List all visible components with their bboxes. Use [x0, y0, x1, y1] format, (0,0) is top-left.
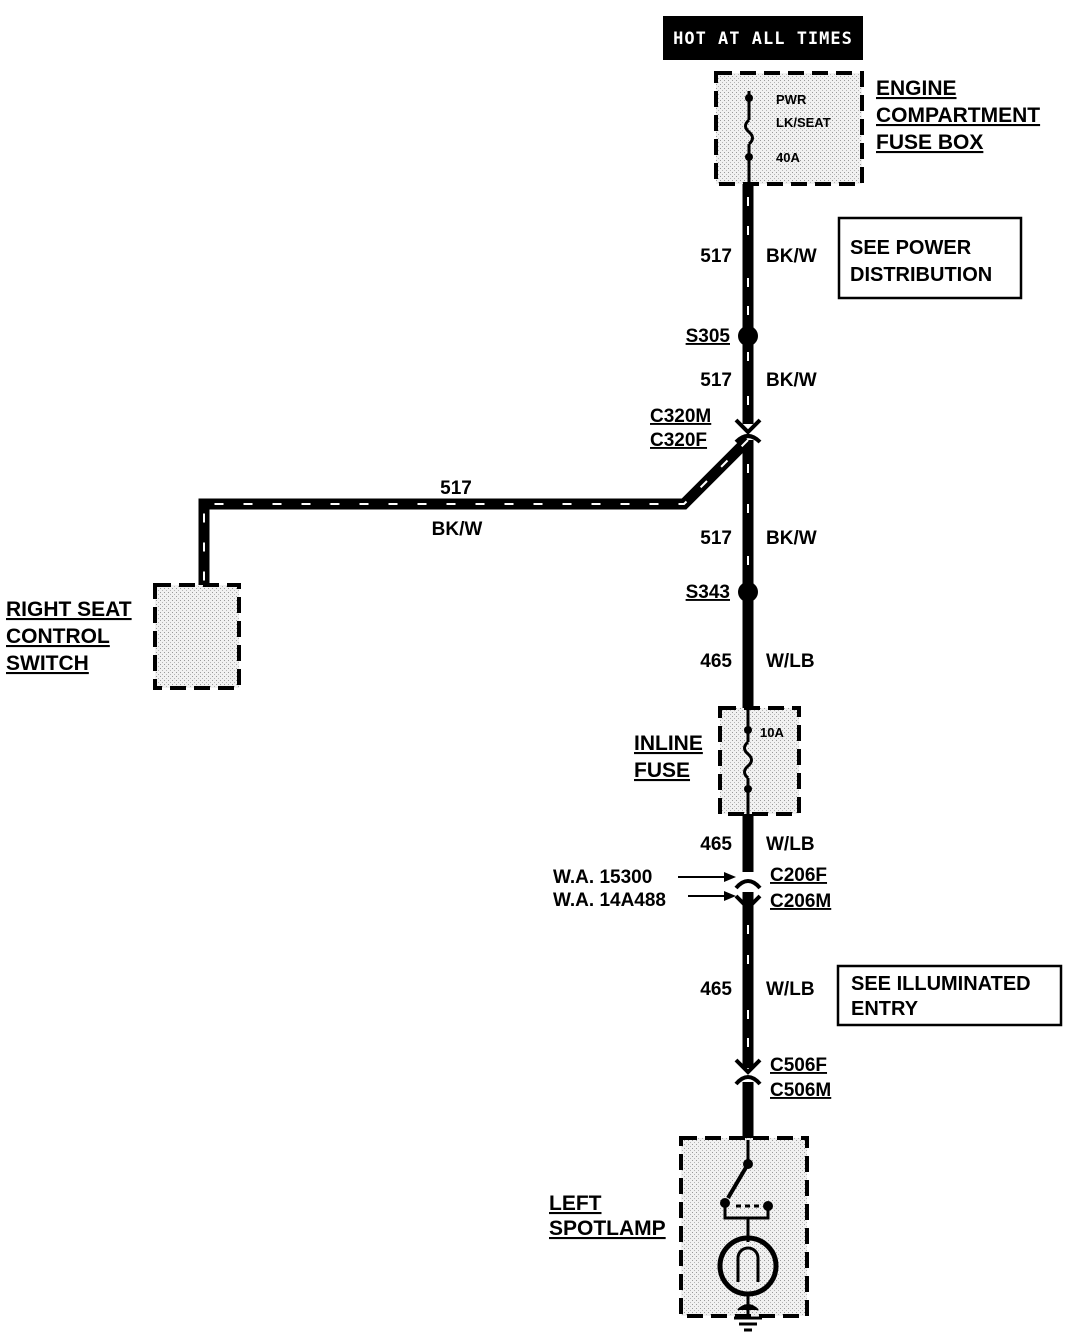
- inline-fuse-title-line2: FUSE: [634, 759, 690, 782]
- c320m-label: C320M: [650, 406, 711, 427]
- spotlamp-switch-icon: [726, 1162, 750, 1200]
- fuse-label-pwr: PWR: [776, 92, 807, 107]
- connector-c206: C206F C206M: [734, 865, 831, 912]
- inline-fuse: 10A INLINE FUSE: [634, 706, 801, 816]
- c320f-label: C320F: [650, 430, 707, 451]
- wire-6-color: W/LB: [766, 834, 815, 855]
- wa-15300-label: W.A. 15300: [553, 867, 652, 888]
- note-illuminated-line2: ENTRY: [851, 998, 919, 1020]
- inline-fuse-rating: 10A: [760, 725, 784, 740]
- hot-at-all-times-banner: HOT AT ALL TIMES: [663, 16, 863, 60]
- c506f-label: C506F: [770, 1055, 827, 1076]
- note-power-line2: DISTRIBUTION: [850, 264, 992, 286]
- fuse-box-title-line1: ENGINE: [876, 77, 957, 100]
- splice-s343-label: S343: [686, 582, 730, 603]
- left-spotlamp: LEFT SPOTLAMP: [549, 1136, 809, 1332]
- right-seat-control-switch: RIGHT SEAT CONTROL SWITCH: [6, 583, 241, 690]
- wiring-assembly-callouts: W.A. 15300 W.A. 14A488: [553, 867, 736, 911]
- wire-7-circuit: 465: [700, 979, 732, 1000]
- spotlamp-title-line1: LEFT: [549, 1192, 602, 1215]
- fuse-box-title-line2: COMPARTMENT: [876, 104, 1040, 127]
- wire-2-color: BK/W: [766, 370, 817, 391]
- wire-2-circuit: 517: [700, 370, 732, 391]
- wire-1-circuit: 517: [700, 246, 732, 267]
- seat-switch-title-line3: SWITCH: [6, 652, 89, 675]
- branch-wire: [198, 436, 752, 586]
- note-power-distribution: SEE POWER DISTRIBUTION: [837, 216, 1023, 300]
- splice-s305: S305: [686, 326, 758, 347]
- connector-c320: C320M C320F: [650, 406, 762, 451]
- wire-1-color: BK/W: [766, 246, 817, 267]
- inline-fuse-title-line1: INLINE: [634, 732, 703, 755]
- c206f-label: C206F: [770, 865, 827, 886]
- fuse-label-40a: 40A: [776, 150, 800, 165]
- wire-6-circuit: 465: [700, 834, 732, 855]
- wire-labels: 517 BK/W 517 BK/W 517 BK/W 517 BK/W 465 …: [432, 246, 817, 1000]
- connector-c506: C506F C506M: [734, 1055, 831, 1101]
- wire-4-color: BK/W: [766, 528, 817, 549]
- inline-fuse-symbol: [743, 740, 753, 780]
- c206m-label: C206M: [770, 891, 831, 912]
- spotlamp-title-line2: SPOTLAMP: [549, 1217, 666, 1240]
- wire-7-color: W/LB: [766, 979, 815, 1000]
- wire-5-circuit: 465: [700, 651, 732, 672]
- c506m-label: C506M: [770, 1080, 831, 1101]
- wa-14a488-label: W.A. 14A488: [553, 890, 666, 911]
- seat-switch-title-line2: CONTROL: [6, 625, 110, 648]
- note-illuminated-entry: SEE ILLUMINATED ENTRY: [836, 964, 1063, 1027]
- fuse-symbol: [744, 118, 754, 146]
- fuse-label-lkseat: LK/SEAT: [776, 115, 831, 130]
- wire-5-color: W/LB: [766, 651, 815, 672]
- seat-switch-title-line1: RIGHT SEAT: [6, 598, 132, 621]
- note-power-line1: SEE POWER: [850, 237, 972, 259]
- wire-4-circuit: 517: [700, 528, 732, 549]
- note-illuminated-line1: SEE ILLUMINATED: [851, 973, 1031, 995]
- engine-fuse-box: PWR LK/SEAT 40A ENGINE COMPARTMENT FUSE …: [714, 71, 1040, 192]
- splice-s343: S343: [686, 582, 758, 603]
- hot-label: HOT AT ALL TIMES: [673, 29, 853, 49]
- wire-3-color: BK/W: [432, 519, 483, 540]
- fuse-box-title-line3: FUSE BOX: [876, 131, 983, 154]
- ground-icon: [734, 1304, 762, 1332]
- splice-s305-label: S305: [686, 326, 731, 347]
- wire-3-circuit: 517: [440, 478, 472, 499]
